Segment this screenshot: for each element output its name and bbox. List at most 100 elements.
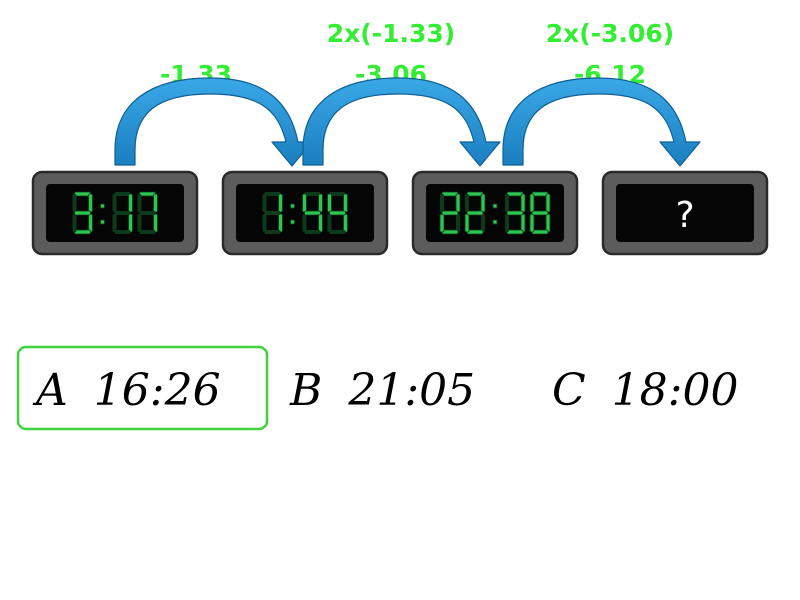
digital-clock-4: ?: [601, 170, 769, 256]
digit-0-segment-b: [88, 193, 93, 213]
digit-0-segment-a: [74, 191, 91, 197]
digit-0-segment-c: [88, 213, 93, 233]
digit-3-segment-g: [531, 210, 549, 216]
digit-1-segment-e: [464, 213, 470, 233]
digit-2-segment-f: [505, 194, 509, 212]
digital-clock-2: [221, 170, 389, 256]
digit-0-segment-c: [278, 213, 283, 233]
digit-0-segment-e: [439, 213, 445, 233]
digit-0-segment-d: [441, 229, 459, 235]
option-b-letter: B: [289, 365, 322, 416]
digit-1-segment-d: [304, 230, 321, 234]
digit-1-segment-g: [114, 211, 131, 215]
digit-1-segment-c: [318, 213, 323, 233]
digit-1-segment-f: [465, 194, 469, 212]
digit-2-segment-f: [137, 194, 142, 212]
digit-2-segment-c: [520, 213, 526, 233]
digit-2-segment-c: [153, 213, 158, 233]
answer-options: A 16:26 B 21:05 C 18:00: [16, 345, 738, 431]
colon-dot: [100, 219, 105, 225]
digit-2-segment-a: [329, 192, 346, 196]
unknown-time: ?: [675, 195, 694, 236]
digit-3-segment-e: [529, 213, 535, 233]
option-a[interactable]: A 16:26: [32, 365, 221, 416]
digit-2-segment-e: [137, 214, 142, 232]
digit-0-segment-f: [262, 194, 267, 212]
option-b-time: 21:05: [347, 365, 475, 416]
digit-2-segment-d: [139, 230, 156, 234]
digit-2-segment-f: [327, 193, 332, 213]
digit-0-segment-b: [455, 193, 461, 213]
digit-1-segment-g: [466, 210, 484, 216]
option-a-time: 16:26: [94, 365, 221, 416]
digit-2-segment-e: [505, 214, 509, 232]
step-arrows: [114, 77, 701, 167]
digit-1-segment-b: [318, 193, 323, 213]
colon-dot: [290, 219, 295, 225]
digit-2-segment-b: [153, 193, 158, 213]
digit-0-segment-g: [441, 210, 459, 216]
colon-dot: [492, 219, 498, 225]
digit-0-segment-e: [72, 214, 77, 232]
clock-2-digits: [262, 192, 348, 234]
digit-0-segment-c: [456, 214, 460, 232]
digit-3-segment-f: [529, 193, 535, 213]
digit-0-segment-d: [264, 230, 281, 234]
digit-2-segment-d: [506, 229, 524, 235]
option-c-letter: C: [552, 365, 586, 416]
digit-1-segment-f: [112, 194, 117, 212]
digit-0-segment-b: [278, 193, 283, 213]
digit-0-segment-f: [440, 194, 444, 212]
digit-1-segment-c: [481, 214, 485, 232]
option-b[interactable]: B 21:05: [289, 365, 475, 416]
digital-clock-3: [411, 170, 579, 256]
svg-text:C 18:00: C 18:00: [552, 365, 738, 416]
arrow-2: [302, 77, 501, 167]
selected-option-highlight: [16, 345, 269, 431]
digit-2-segment-a: [139, 191, 156, 197]
digit-2-segment-g: [139, 211, 156, 215]
colon-dot: [290, 203, 295, 209]
digit-3-segment-a: [531, 191, 549, 197]
digit-0-segment-a: [441, 191, 459, 197]
step-2-expression: 2x(-1.33): [327, 19, 455, 48]
arrow-3: [502, 77, 701, 167]
digit-2-segment-g: [329, 210, 346, 216]
step-3-expression: 2x(-3.06): [546, 19, 674, 48]
digit-0-segment-e: [262, 214, 267, 232]
digit-1-segment-b: [480, 193, 486, 213]
clock-1-digits: [72, 191, 158, 235]
option-c[interactable]: C 18:00: [552, 365, 738, 416]
digit-1-segment-b: [128, 193, 133, 213]
digit-2-segment-d: [329, 230, 346, 234]
digit-3-segment-c: [545, 213, 551, 233]
digit-1-segment-f: [302, 193, 307, 213]
digit-1-segment-g: [304, 210, 321, 216]
digit-2-segment-c: [343, 213, 348, 233]
digit-1-segment-a: [114, 192, 131, 196]
digit-2-segment-b: [343, 193, 348, 213]
digit-2-segment-g: [506, 210, 524, 216]
digit-1-segment-e: [302, 214, 307, 232]
digit-0-segment-g: [74, 210, 91, 216]
svg-text:A 16:26: A 16:26: [32, 365, 221, 416]
digit-2-segment-b: [520, 193, 526, 213]
digit-0-segment-f: [72, 194, 77, 212]
colon-dot: [492, 203, 498, 209]
digit-3-segment-d: [531, 229, 549, 235]
colon-dot: [100, 203, 105, 209]
digit-2-segment-a: [506, 191, 524, 197]
digit-1-segment-a: [466, 191, 484, 197]
option-a-letter: A: [32, 365, 68, 416]
clock-3-digits: [439, 191, 551, 235]
arrow-1: [114, 77, 313, 167]
digit-1-segment-d: [114, 230, 131, 234]
digit-2-segment-e: [327, 214, 332, 232]
digit-1-segment-a: [304, 192, 321, 196]
digit-1-segment-e: [112, 214, 117, 232]
digit-1-segment-d: [466, 229, 484, 235]
digit-0-segment-a: [264, 192, 281, 196]
digit-1-segment-c: [128, 213, 133, 233]
digital-clock-1: [31, 170, 199, 256]
